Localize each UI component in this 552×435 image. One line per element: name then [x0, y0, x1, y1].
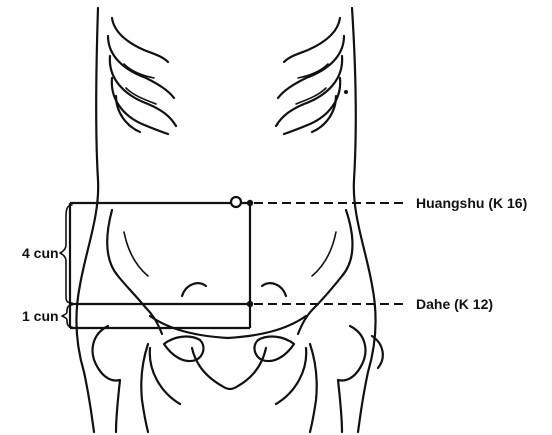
rib-cage-right — [276, 18, 348, 134]
dahe-dot — [247, 301, 253, 307]
huangshu-dot — [247, 200, 253, 206]
femur-right — [338, 326, 365, 432]
torso-right-outline — [352, 8, 375, 432]
huangshu-point-marker — [231, 197, 241, 207]
rib-cage-left — [108, 18, 176, 134]
four-cun-label: 4 cun — [22, 245, 59, 261]
femur-left-inner — [141, 344, 148, 432]
sacrum — [182, 283, 286, 296]
huangshu-label: Huangshu (K 16) — [416, 195, 527, 211]
measurement-box — [70, 203, 250, 328]
iliac-crest-left — [107, 210, 162, 334]
iliac-inner-right — [312, 232, 336, 276]
obturator-right — [255, 337, 294, 362]
femur-right-inner — [310, 344, 317, 432]
dahe-label: Dahe (K 12) — [416, 296, 493, 312]
obturator-left — [164, 337, 203, 362]
one-cun-label: 1 cun — [22, 308, 59, 324]
torso-left-outline — [77, 8, 99, 432]
femur-left — [93, 326, 120, 432]
iliac-inner-left — [124, 232, 148, 276]
